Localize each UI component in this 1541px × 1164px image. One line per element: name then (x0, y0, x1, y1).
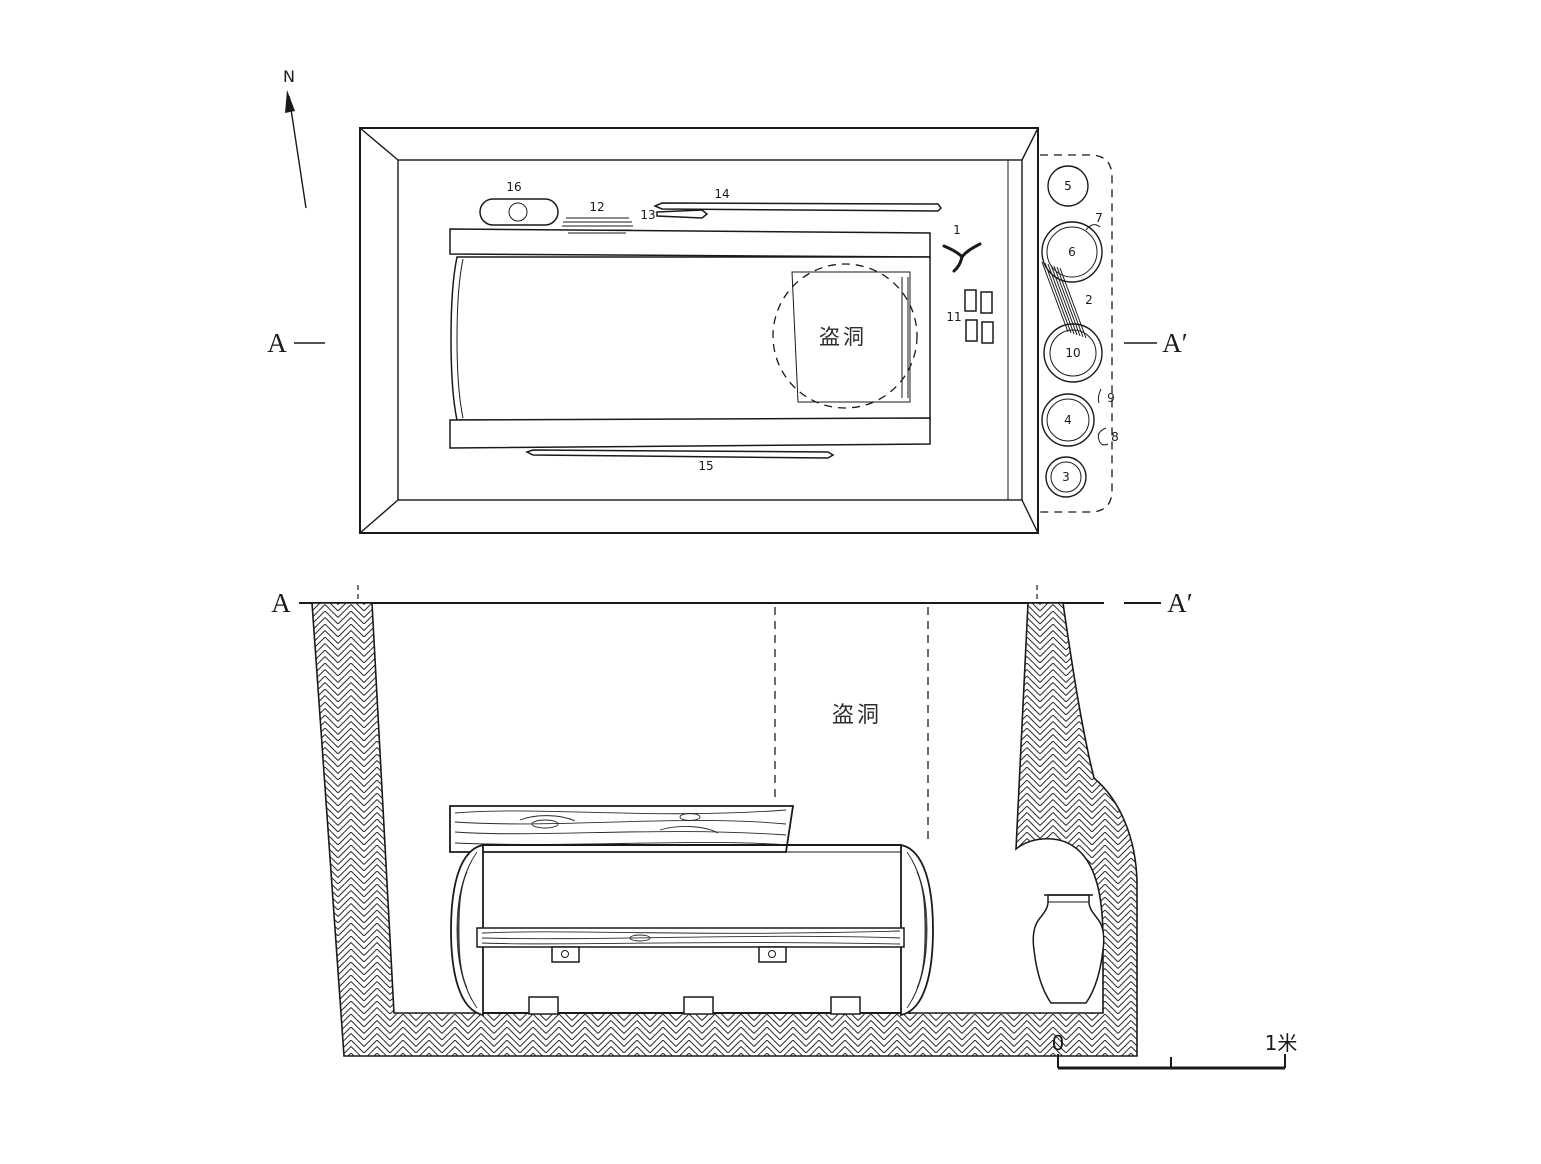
artifact-label-3: 3 (1062, 470, 1070, 484)
section-label-a-plan: A (267, 328, 287, 358)
artifact-13-shape (656, 209, 709, 219)
pit-outer-edge (359, 127, 1039, 534)
robber-hole-section: 盗洞 (774, 607, 929, 842)
pottery-circle-3 (1045, 456, 1087, 498)
pottery-circle-6-inner (1046, 226, 1098, 278)
artifact-label-16: 16 (506, 180, 521, 194)
pit-corner-bevel (1021, 127, 1039, 161)
section-view: A A′ 盗洞 (271, 585, 1298, 1070)
section-line-plan: A A′ (267, 328, 1187, 358)
artifact-14-shape (653, 202, 942, 212)
artifact-11-shape (964, 289, 977, 312)
artifact-label-13: 13 (640, 208, 655, 222)
pot-in-niche (1032, 894, 1105, 1004)
artifact-13: 13 (640, 208, 709, 222)
pottery-circle-5 (1047, 165, 1089, 207)
artifact-7-shape (1085, 224, 1101, 231)
coffin-support-block (830, 996, 861, 1015)
scale-bar: 0 1米 (1052, 1031, 1298, 1070)
disturbed-chamber-plan (791, 271, 911, 403)
artifact-label-14: 14 (714, 187, 729, 201)
artifact-label-7: 7 (1095, 211, 1103, 225)
floor-cleat-detail (768, 950, 776, 958)
pottery-circle-3-inner (1050, 461, 1082, 493)
pottery-circle-4-inner (1046, 398, 1090, 442)
pot-body (1032, 894, 1105, 1004)
coffin-end-cap-right-grain (906, 851, 928, 1009)
artifact-15-shape (525, 449, 835, 459)
north-arrow-line (288, 95, 307, 209)
artifact-8-shape (1097, 427, 1109, 446)
artifact-1-shape (942, 242, 982, 260)
artifact-16-shape (479, 198, 559, 226)
pottery-group-boundary (1040, 154, 1113, 513)
artifact-12: 12 (562, 200, 633, 234)
robber-hole-circle (772, 263, 918, 409)
section-ground-line: A A′ (271, 585, 1193, 623)
artifact-11-shape (981, 321, 994, 344)
artifact-label-9: 9 (1107, 391, 1115, 405)
artifact-11-shape (965, 319, 978, 342)
coffin-top-plank-plan (449, 228, 931, 258)
floor-cleat-detail (561, 950, 569, 958)
artifact-1-shape (952, 255, 964, 273)
artifact-16: 16 (479, 180, 559, 226)
north-arrowhead-icon (285, 90, 295, 113)
artifact-label-11: 11 (946, 310, 961, 324)
floor-cleat (551, 946, 580, 963)
robber-hole-plan: 盗洞 (772, 263, 918, 409)
tomb-pit-frame (359, 127, 1039, 534)
artifact-label-12: 12 (589, 200, 604, 214)
pottery-circle-10-inner (1049, 329, 1097, 377)
artifact-14: 14 (653, 187, 942, 212)
floor-cleat (758, 946, 787, 963)
plan-view: 盗洞 16 12 13 14 1 (267, 127, 1188, 534)
pottery-circle-4 (1041, 393, 1095, 447)
coffin-end-cap-left-grain (456, 851, 478, 1009)
artifact-9-shape (1097, 388, 1102, 404)
artifact-16-detail (508, 202, 528, 222)
coffin-floor-grain (481, 930, 901, 945)
artifact-11-shape (980, 291, 993, 314)
section-label-a-prime: A′ (1167, 588, 1192, 618)
earth-hatched-region (311, 602, 1138, 1057)
scale-max-label: 1米 (1265, 1031, 1298, 1055)
artifact-label-4: 4 (1064, 413, 1072, 427)
artifact-label-1: 1 (953, 223, 961, 237)
artifact-label-6: 6 (1068, 245, 1076, 259)
artifact-label-2: 2 (1085, 293, 1093, 307)
pottery-circle-10 (1043, 323, 1103, 383)
log-coffin (450, 843, 934, 1017)
coffin-plan (449, 228, 931, 449)
artifact-15: 15 (525, 449, 835, 473)
coffin-left-edge-inner (456, 258, 464, 419)
pit-inner-edge (397, 159, 1023, 501)
pit-corner-bevel (359, 127, 399, 161)
coffin-support-block (528, 996, 559, 1015)
pottery-circle-6 (1041, 221, 1103, 283)
north-arrow: N (283, 67, 307, 209)
artifact-label-5: 5 (1064, 179, 1072, 193)
robber-hole-label-plan: 盗洞 (819, 326, 867, 349)
artifact-11: 11 (946, 289, 994, 344)
artifact-label-10: 10 (1065, 346, 1080, 360)
pit-corner-bevel (359, 499, 399, 534)
artifact-2-sheaf (1041, 261, 1087, 339)
artifact-label-8: 8 (1111, 430, 1119, 444)
coffin-support-block (683, 996, 714, 1015)
artifact-1: 1 (942, 223, 982, 273)
section-label-a-prime-plan: A′ (1162, 328, 1187, 358)
coffin-end-cap-right (900, 843, 934, 1017)
section-label-a: A (271, 588, 291, 618)
coffin-bottom-plank-plan (449, 417, 931, 449)
pit-corner-bevel (1021, 499, 1039, 534)
north-label: N (283, 67, 295, 86)
artifact-label-15: 15 (698, 459, 713, 473)
pottery-group: 5 7 6 2 10 9 4 (1040, 154, 1119, 513)
coffin-end-cap-left (450, 843, 484, 1017)
robber-hole-label-section: 盗洞 (832, 702, 882, 727)
scale-zero-label: 0 (1052, 1031, 1065, 1055)
